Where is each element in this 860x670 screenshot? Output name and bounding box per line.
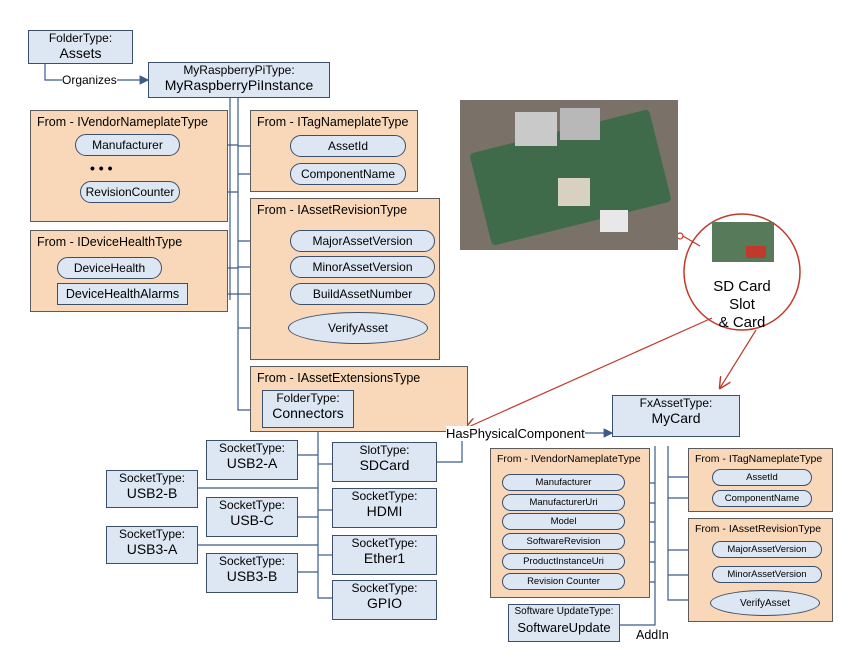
socket-node[interactable]: SocketType: HDMI bbox=[332, 488, 437, 528]
node-type-label: FolderType: bbox=[48, 31, 113, 45]
tag-item[interactable]: AssetId bbox=[290, 135, 406, 157]
node-type-label: SlotType: bbox=[359, 443, 410, 457]
card-vendor-item[interactable]: SoftwareRevision bbox=[502, 533, 625, 550]
card-tag-item[interactable]: ComponentName bbox=[712, 490, 812, 507]
ellipsis-indicator: • • • bbox=[90, 160, 113, 176]
node-type-label: FxAssetType: bbox=[639, 396, 713, 410]
organizes-label: Organizes bbox=[62, 73, 117, 87]
node-type-label: SocketType: bbox=[351, 581, 418, 595]
node-name-label: USB2-A bbox=[226, 455, 278, 471]
slot-node[interactable]: SlotType: SDCard bbox=[332, 442, 437, 482]
vendor-item[interactable]: Manufacturer bbox=[75, 134, 180, 156]
socket-node[interactable]: SocketType: GPIO bbox=[332, 580, 437, 620]
node-type-label: SocketType: bbox=[118, 527, 186, 541]
group-title: From - IAssetRevisionType bbox=[695, 523, 822, 535]
card-vendor-item[interactable]: Revision Counter bbox=[502, 573, 625, 590]
sd-card-shape bbox=[746, 246, 766, 258]
node-type-label: SocketType: bbox=[351, 536, 418, 550]
card-tag-item[interactable]: AssetId bbox=[712, 469, 812, 486]
node-name-label: Assets bbox=[59, 45, 102, 61]
mycard-node[interactable]: FxAssetType: MyCard bbox=[612, 395, 740, 437]
connectors-folder[interactable]: FolderType: Connectors bbox=[262, 390, 354, 428]
card-vendor-item[interactable]: ProductInstanceUri bbox=[502, 553, 625, 570]
socket-node[interactable]: SocketType: USB3-A bbox=[106, 526, 198, 564]
health-item[interactable]: DeviceHealth bbox=[57, 257, 162, 279]
node-name-label: SoftwareUpdate bbox=[517, 620, 611, 635]
socket-node[interactable]: SocketType: USB2-B bbox=[106, 470, 198, 508]
vendor-nameplate-group: From - IVendorNameplateType bbox=[30, 110, 228, 222]
callout-label: SD Card Slot & Card bbox=[702, 278, 782, 332]
card-vendor-item[interactable]: Model bbox=[502, 513, 625, 530]
raspberry-pi-instance-node[interactable]: MyRaspberryPiType: MyRaspberryPiInstance bbox=[148, 62, 330, 98]
node-name-label: USB3-A bbox=[126, 541, 178, 557]
vendor-item[interactable]: RevisionCounter bbox=[80, 181, 180, 203]
node-name-label: MyCard bbox=[651, 410, 701, 426]
callout-line: SD Card Slot bbox=[713, 278, 771, 313]
group-title: From - ITagNameplateType bbox=[257, 115, 409, 129]
socket-node[interactable]: SocketType: Ether1 bbox=[332, 535, 437, 575]
group-title: From - IVendorNameplateType bbox=[497, 453, 641, 465]
revision-item[interactable]: MinorAssetVersion bbox=[290, 256, 435, 278]
chip-shape bbox=[558, 178, 590, 206]
callout-line: & Card bbox=[718, 314, 766, 331]
node-name-label: SDCard bbox=[359, 457, 410, 473]
node-type-label: SocketType: bbox=[218, 441, 286, 455]
node-type-label: SocketType: bbox=[351, 489, 418, 503]
node-type-label: Software UpdateType: bbox=[514, 606, 614, 617]
raspberry-pi-photo bbox=[460, 100, 678, 250]
node-name-label: MyRaspberryPiInstance bbox=[164, 77, 314, 93]
usb-port-shape bbox=[515, 112, 557, 146]
socket-node[interactable]: SocketType: USB2-A bbox=[206, 440, 298, 480]
node-type-label: FolderType: bbox=[276, 391, 340, 405]
node-name-label: USB2-B bbox=[126, 485, 178, 501]
node-type-label: SocketType: bbox=[218, 554, 286, 568]
health-alarms-item[interactable]: DeviceHealthAlarms bbox=[57, 283, 188, 305]
group-title: From - IAssetExtensionsType bbox=[257, 371, 421, 385]
card-vendor-item[interactable]: Manufacturer bbox=[502, 474, 625, 491]
software-update-node[interactable]: Software UpdateType: SoftwareUpdate bbox=[508, 604, 620, 642]
sd-card-photo bbox=[712, 222, 774, 262]
usb-port-shape bbox=[560, 108, 600, 140]
card-revision-item[interactable]: MinorAssetVersion bbox=[712, 566, 822, 583]
group-title: From - IAssetRevisionType bbox=[257, 203, 408, 217]
group-title: From - IVendorNameplateType bbox=[37, 115, 208, 129]
node-name-label: HDMI bbox=[366, 503, 403, 519]
assets-folder[interactable]: FolderType: Assets bbox=[28, 30, 133, 64]
node-name-label: Ether1 bbox=[363, 550, 406, 566]
has-physical-component-label: HasPhysicalComponent bbox=[446, 426, 585, 441]
revision-item[interactable]: BuildAssetNumber bbox=[290, 283, 435, 305]
node-type-label: SocketType: bbox=[118, 471, 186, 485]
socket-node[interactable]: SocketType: USB3-B bbox=[206, 553, 298, 593]
socket-node[interactable]: SocketType: USB-C bbox=[206, 497, 298, 537]
verify-asset-method[interactable]: VerifyAsset bbox=[288, 312, 428, 344]
card-verify-asset-method[interactable]: VerifyAsset bbox=[710, 590, 820, 616]
node-type-label: SocketType: bbox=[218, 498, 286, 512]
addin-label: AddIn bbox=[636, 628, 669, 642]
node-name-label: Connectors bbox=[272, 405, 344, 421]
card-vendor-item[interactable]: ManufacturerUri bbox=[502, 494, 625, 511]
group-title: From - IDeviceHealthType bbox=[37, 235, 183, 249]
node-name-label: USB-C bbox=[230, 512, 274, 528]
node-type-label: MyRaspberryPiType: bbox=[183, 63, 295, 77]
tag-item[interactable]: ComponentName bbox=[290, 163, 406, 185]
sd-slot-shape bbox=[600, 210, 628, 232]
node-name-label: USB3-B bbox=[226, 568, 278, 584]
revision-item[interactable]: MajorAssetVersion bbox=[290, 230, 435, 252]
group-title: From - ITagNameplateType bbox=[695, 453, 823, 465]
card-revision-item[interactable]: MajorAssetVersion bbox=[712, 541, 822, 558]
node-name-label: GPIO bbox=[366, 595, 402, 611]
